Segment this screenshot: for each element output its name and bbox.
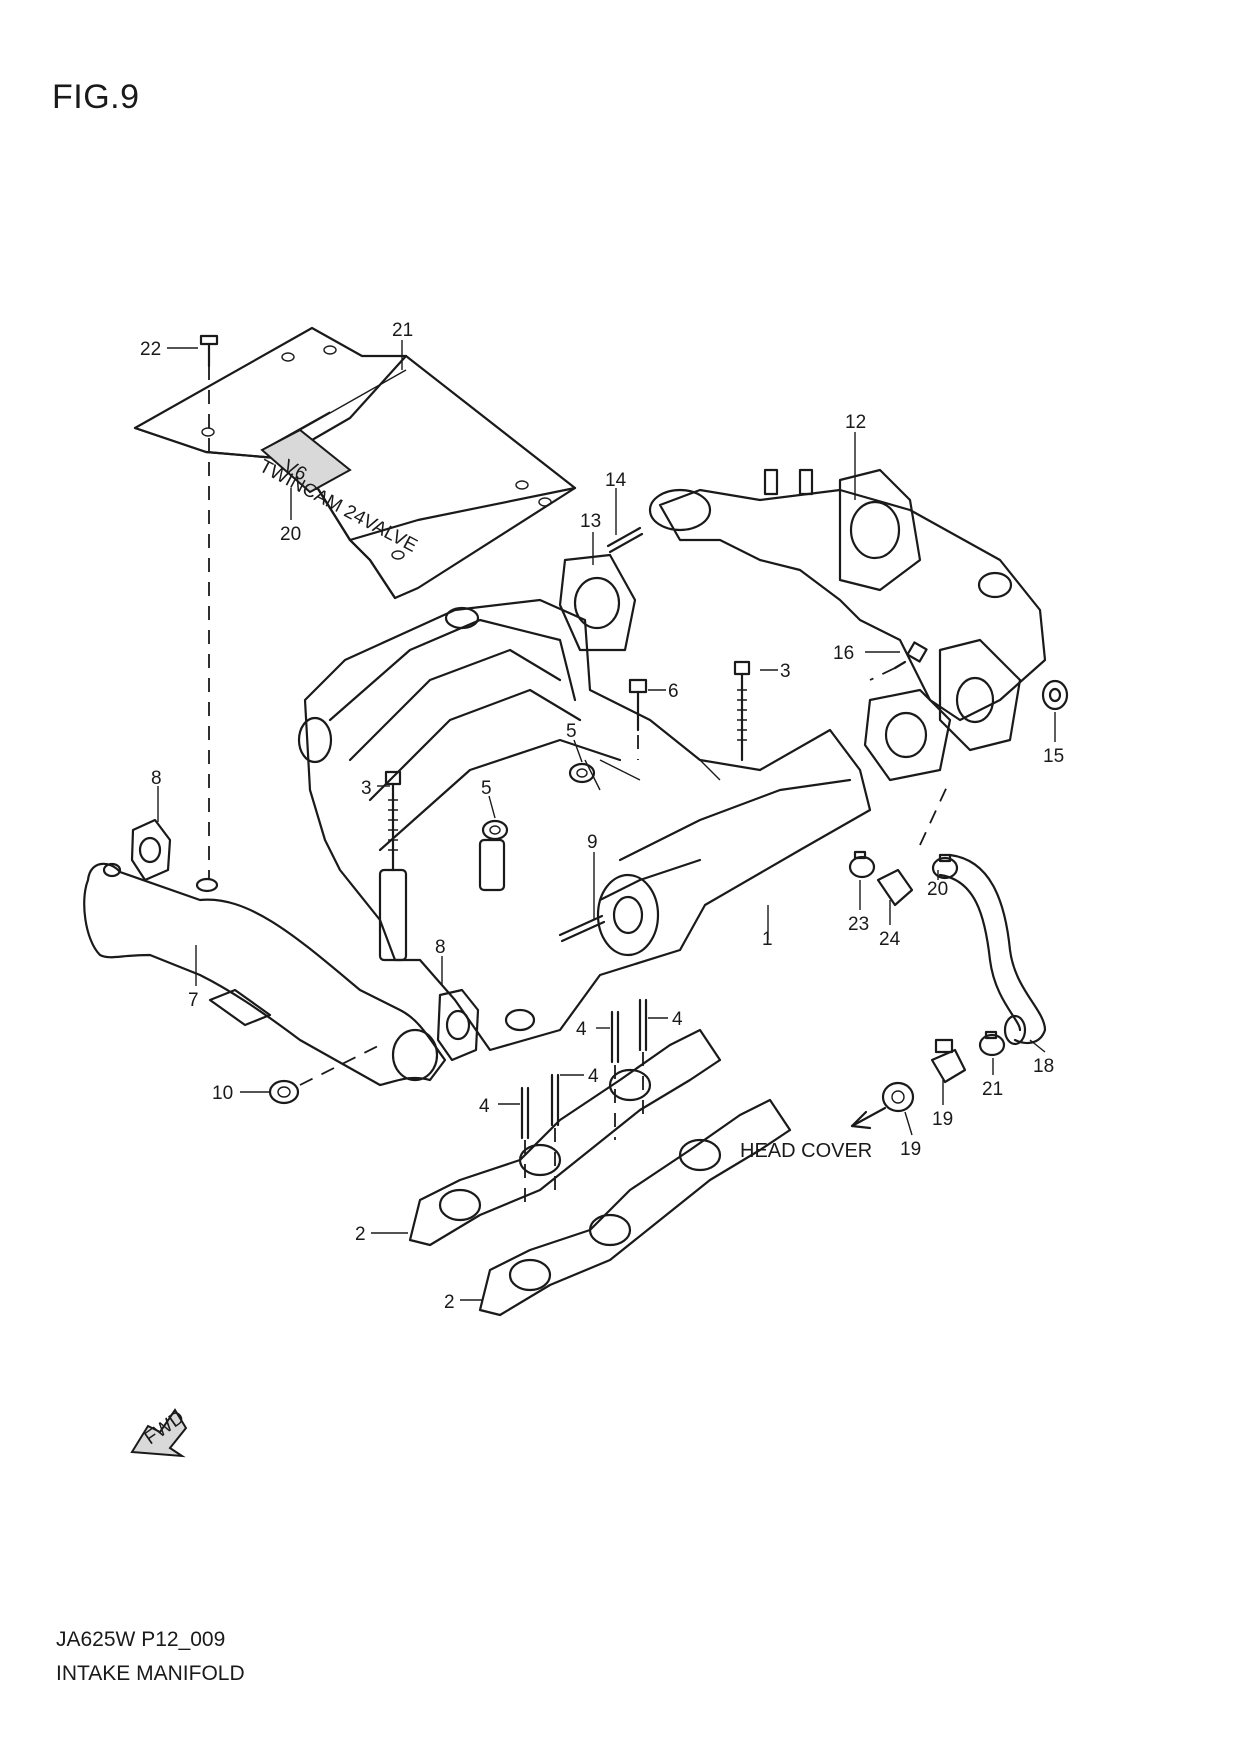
callout-21: 21 bbox=[392, 320, 413, 341]
gasket-8-lower bbox=[436, 988, 480, 1062]
throttle-chamber bbox=[648, 468, 1047, 752]
bolt-6 bbox=[628, 678, 648, 732]
bolt-22 bbox=[199, 334, 219, 368]
callout-4-d: 4 bbox=[479, 1096, 490, 1117]
callout-18: 19 bbox=[932, 1109, 953, 1130]
fwd-arrow-icon: FWD bbox=[130, 1407, 188, 1458]
callouts: 22 21 20 12 14 13 3 6 5 5 3 9 8 7 8 10 1… bbox=[140, 320, 1064, 1313]
stud-4-a bbox=[610, 1010, 620, 1064]
hose-16 bbox=[938, 853, 1047, 1046]
figure-code: JA625W P12_009 bbox=[56, 1628, 226, 1651]
stud-9 bbox=[558, 914, 606, 943]
callout-24: 24 bbox=[879, 929, 901, 950]
callout-13: 14 bbox=[605, 470, 627, 491]
bolt-3-left bbox=[384, 770, 402, 872]
gasket-8-upper bbox=[130, 818, 172, 882]
valve-18 bbox=[930, 1038, 967, 1084]
stud-4-c bbox=[550, 1073, 560, 1127]
clamp-23 bbox=[848, 850, 876, 879]
intake-manifold-body bbox=[297, 598, 872, 1052]
bolt-15-axis bbox=[869, 667, 896, 681]
callout-3-left: 3 bbox=[361, 778, 372, 799]
callout-23: 23 bbox=[848, 914, 869, 935]
grommet-17 bbox=[881, 1081, 915, 1113]
callout-2-upper: 2 bbox=[355, 1224, 366, 1245]
callout-5-upper: 5 bbox=[566, 721, 577, 742]
callout-19-lower: 21 bbox=[982, 1079, 1003, 1100]
callout-15: 16 bbox=[833, 643, 854, 664]
cap-14 bbox=[1041, 679, 1069, 711]
leader-lines bbox=[157, 340, 1056, 1301]
head-cover-arrow bbox=[850, 1106, 887, 1130]
nut-5-lower bbox=[481, 819, 509, 841]
callout-10: 10 bbox=[212, 1083, 233, 1104]
stud-4-b bbox=[638, 998, 648, 1052]
callout-4-c: 4 bbox=[588, 1066, 599, 1087]
callout-19-upper: 20 bbox=[927, 879, 948, 900]
pipe-7 bbox=[83, 862, 447, 1087]
gasket-2-lower bbox=[478, 1098, 792, 1317]
gasket-right bbox=[863, 688, 952, 782]
callout-16: 18 bbox=[1033, 1056, 1054, 1077]
callout-9: 9 bbox=[587, 832, 598, 853]
engine-top-cover: V6 TWINCAM 24VALVE bbox=[133, 326, 577, 600]
callout-20: 20 bbox=[280, 524, 301, 545]
callout-4-b: 4 bbox=[672, 1009, 683, 1030]
nut-10 bbox=[268, 1079, 300, 1105]
callout-5-lower: 5 bbox=[481, 778, 492, 799]
callout-11: 12 bbox=[845, 412, 866, 433]
clamp-19-upper bbox=[931, 853, 959, 880]
stud-4-d bbox=[520, 1086, 530, 1140]
callout-4-a: 4 bbox=[576, 1019, 587, 1040]
callout-12: 13 bbox=[580, 511, 601, 532]
callout-1: 1 bbox=[762, 929, 773, 950]
stud-axes bbox=[524, 1052, 644, 1205]
callout-6: 6 bbox=[668, 681, 679, 702]
bolt-15 bbox=[893, 641, 928, 670]
figure-name: INTAKE MANIFOLD bbox=[56, 1662, 245, 1685]
callout-17: 19 bbox=[900, 1139, 921, 1160]
nut-10-axis bbox=[299, 1044, 381, 1086]
callout-7: 7 bbox=[188, 990, 199, 1011]
bolt-3-right bbox=[733, 660, 751, 762]
stud-13 bbox=[606, 526, 644, 554]
cap-24 bbox=[876, 868, 914, 907]
clamp-19-lower bbox=[978, 1030, 1006, 1057]
callout-8-upper: 8 bbox=[151, 768, 162, 789]
gasket-2-upper bbox=[408, 1028, 722, 1247]
callout-22: 22 bbox=[140, 339, 161, 360]
gasket-12 bbox=[558, 553, 637, 652]
callout-14: 15 bbox=[1043, 746, 1064, 767]
hose-axis bbox=[919, 779, 951, 846]
callout-2-lower: 2 bbox=[444, 1292, 455, 1313]
head-cover-label: HEAD COVER bbox=[740, 1140, 872, 1162]
nut-5-upper bbox=[568, 762, 596, 784]
callout-3-right: 3 bbox=[780, 661, 791, 682]
figure-title: FIG.9 bbox=[52, 78, 140, 116]
callout-8-lower: 8 bbox=[435, 937, 446, 958]
